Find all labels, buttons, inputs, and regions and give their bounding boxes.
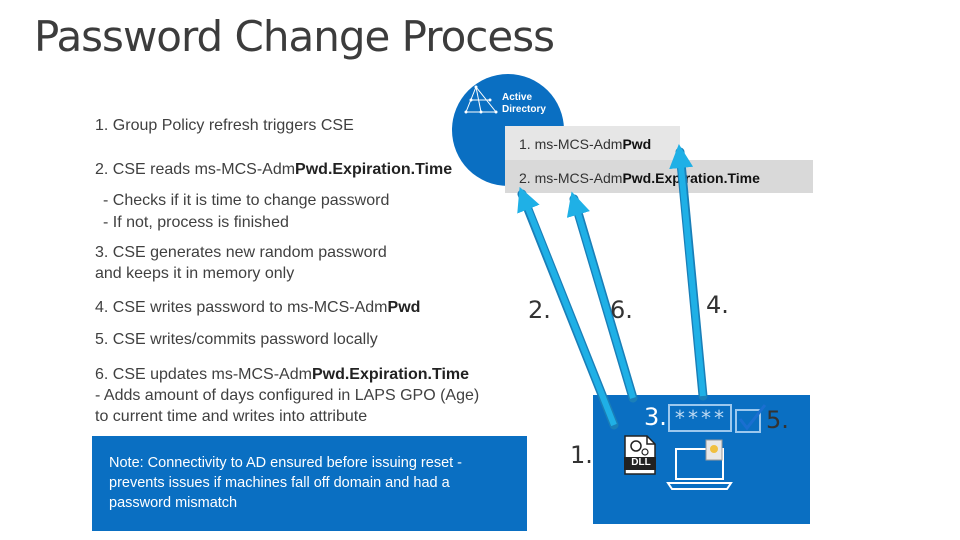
attribute-pwd-label: 1. ms-MCS-AdmPwd <box>519 136 651 152</box>
note-line-1: Note: Connectivity to AD ensured before … <box>109 455 463 471</box>
label-step-6: 6. <box>610 296 633 324</box>
note-line-2: prevents issues if machines fall off dom… <box>109 475 450 491</box>
attribute-pwd-prefix: 1. ms-MCS-Adm <box>519 136 623 152</box>
label-step-2: 2. <box>528 296 551 324</box>
ad-label-line2: Directory <box>502 104 546 115</box>
step-2-sub-1: - Checks if it is time to change passwor… <box>103 192 390 209</box>
step-6-sub-2: to current time and writes into attribut… <box>95 408 368 425</box>
dll-label: DLL <box>631 457 651 468</box>
label-step-5: 5. <box>766 406 789 434</box>
step-2-bold: Pwd.Expiration.Time <box>295 161 453 178</box>
note-text: Note: Connectivity to AD ensured before … <box>109 453 514 513</box>
step-2-prefix: 2. CSE reads ms-MCS-Adm <box>95 161 296 178</box>
note-line-3: password mismatch <box>109 495 238 511</box>
checkbox-icon <box>735 404 767 433</box>
arrow-6 <box>566 191 636 399</box>
step-6: 6. CSE updates ms-MCS-AdmPwd.Expiration.… <box>95 364 469 385</box>
attribute-pwd-bold: Pwd <box>622 136 652 152</box>
step-6-sub-1: - Adds amount of days configured in LAPS… <box>95 387 480 404</box>
step-2: 2. CSE reads ms-MCS-AdmPwd.Expiration.Ti… <box>95 159 452 180</box>
attribute-expiration-label: 2. ms-MCS-AdmPwd.Expiration.Time <box>519 170 760 186</box>
arrow-4 <box>669 144 706 397</box>
laptop-icon <box>666 439 733 490</box>
step-4-prefix: 4. CSE writes password to ms-MCS-Adm <box>95 299 388 316</box>
step-4: 4. CSE writes password to ms-MCS-AdmPwd <box>95 297 420 318</box>
page-title: Password Change Process <box>34 12 555 61</box>
step-5: 5. CSE writes/commits password locally <box>95 331 378 348</box>
label-step-3: 3. <box>644 403 667 431</box>
step-3-line-1: 3. CSE generates new random password <box>95 244 387 261</box>
step-6-bold: Pwd.Expiration.Time <box>311 366 470 383</box>
label-step-4: 4. <box>706 291 729 319</box>
attribute-expiration-prefix: 2. ms-MCS-Adm <box>519 170 623 186</box>
attribute-expiration-bold: Pwd.Expiration.Time <box>622 170 760 186</box>
note-box <box>92 436 527 531</box>
step-4-bold: Pwd <box>387 299 421 316</box>
label-step-1: 1. <box>570 441 593 469</box>
password-mask-field: **** <box>668 404 732 432</box>
ad-label-line1: Active <box>502 92 533 103</box>
active-directory-label: Active Directory <box>502 92 546 116</box>
attribute-box-expiration <box>505 160 813 193</box>
step-6-prefix: 6. CSE updates ms-MCS-Adm <box>95 366 312 383</box>
step-3-line-2: and keeps it in memory only <box>95 265 295 282</box>
arrow-2 <box>517 186 617 427</box>
step-1: 1. Group Policy refresh triggers CSE <box>95 117 354 134</box>
step-2-sub-2: - If not, process is finished <box>103 214 289 231</box>
dll-file-icon <box>624 435 656 475</box>
attribute-box-pwd <box>505 126 680 160</box>
